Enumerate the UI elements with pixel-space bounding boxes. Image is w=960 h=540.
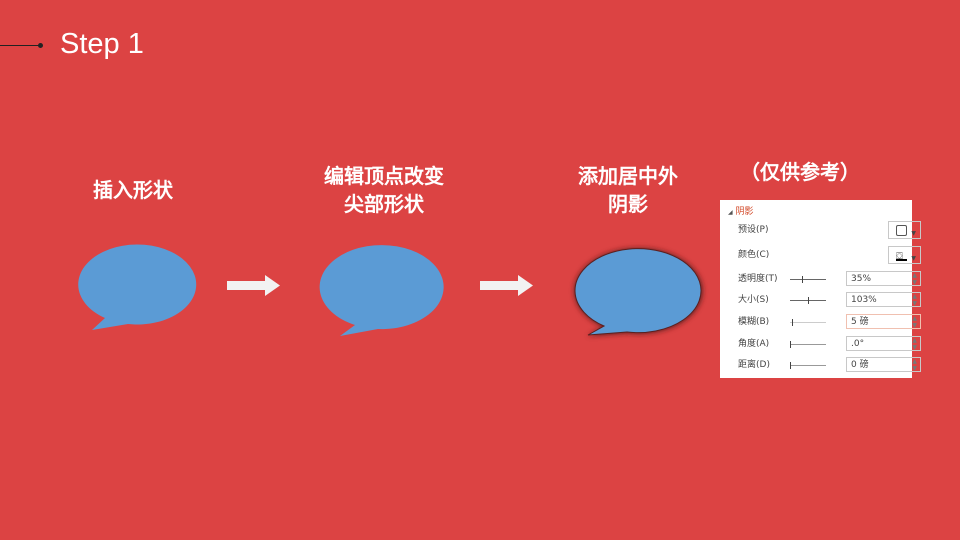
distance-slider[interactable] [790,362,826,369]
note-label: （仅供参考） [740,160,860,184]
transparency-slider[interactable] [790,276,826,283]
size-slider[interactable] [790,297,826,304]
color-row: 颜色(C) ⛋▼ [738,246,921,264]
title-line [0,45,40,46]
step-title: Step 1 [60,28,144,60]
angle-slider[interactable] [790,341,826,348]
step3-label: 添加居中外 阴影 [578,164,678,216]
color-picker[interactable]: ⛋▼ [888,246,921,264]
blur-input[interactable]: 5 磅▲▼ [846,314,921,329]
preset-row: 预设(P) ▼ [738,221,921,239]
blur-slider[interactable] [790,319,826,326]
shadow-panel: ◢ 阴影 预设(P) ▼ 颜色(C) ⛋▼ 透明度(T)35%▲▼ 大小(S)1… [720,200,921,378]
transparency-row: 透明度(T)35%▲▼ [738,270,921,288]
paint-bucket-icon: ⛋ [896,252,903,262]
shadow-section-header[interactable]: ◢ 阴影 [728,207,754,217]
title-dot [38,43,43,48]
angle-input[interactable]: .0°▲▼ [846,336,921,351]
speech-bubble-1 [78,244,197,330]
arrow-1 [227,275,280,296]
distance-input[interactable]: 0 磅▲▼ [846,357,921,372]
blur-row: 模糊(B)5 磅▲▼ [738,313,921,331]
size-input[interactable]: 103%▲▼ [846,292,921,307]
step2-label: 编辑顶点改变 尖部形状 [324,164,444,216]
step1-label: 插入形状 [93,178,173,202]
arrow-2 [480,275,533,296]
distance-row: 距离(D)0 磅▲▼ [738,356,921,374]
transparency-input[interactable]: 35%▲▼ [846,271,921,286]
speech-bubble-3 [574,248,703,336]
speech-bubble-2 [319,245,444,336]
preset-picker[interactable]: ▼ [888,221,921,239]
angle-row: 角度(A).0°▲▼ [738,335,921,353]
size-row: 大小(S)103%▲▼ [738,291,921,309]
